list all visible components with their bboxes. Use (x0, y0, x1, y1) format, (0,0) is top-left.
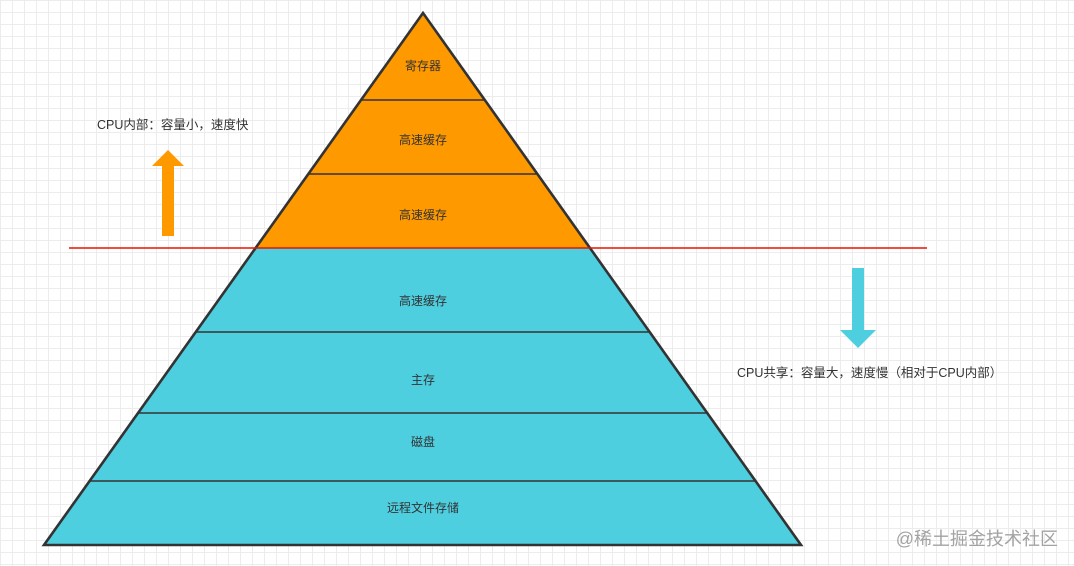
layer-disk (90, 413, 755, 481)
layer-labels: 寄存器 高速缓存 高速缓存 高速缓存 主存 磁盘 远程文件存储 (387, 58, 459, 515)
layer-label-cache-3: 高速缓存 (399, 293, 447, 308)
layer-label-registers: 寄存器 (405, 58, 441, 73)
layer-label-remote-storage: 远程文件存储 (387, 500, 459, 515)
annotation-cpu-internal: CPU内部：容量小，速度快 (97, 117, 249, 132)
annotation-cpu-shared: CPU共享：容量大，速度慢（相对于CPU内部） (737, 365, 1002, 380)
arrow-up-shaft (162, 164, 174, 236)
layer-label-main-memory: 主存 (411, 373, 435, 387)
arrow-down-icon (840, 268, 876, 348)
layer-separators (90, 99, 755, 482)
arrow-down-head (840, 330, 876, 348)
layer-cache-1 (308, 100, 537, 174)
arrow-up-icon (152, 150, 184, 236)
layer-main-memory (138, 332, 707, 413)
layer-cache-3 (196, 248, 650, 332)
layer-label-disk: 磁盘 (411, 434, 435, 449)
layer-label-cache-1: 高速缓存 (399, 132, 447, 147)
arrow-up-head (152, 150, 184, 166)
pyramid-outline (41, 10, 804, 547)
layer-remote-storage (44, 481, 801, 545)
arrow-down-shaft (852, 268, 864, 332)
pyramid (44, 13, 801, 545)
layer-label-cache-2: 高速缓存 (399, 207, 447, 222)
layer-cache-2 (256, 174, 590, 248)
layer-registers (361, 13, 485, 100)
watermark: @稀土掘金技术社区 (896, 529, 1058, 549)
